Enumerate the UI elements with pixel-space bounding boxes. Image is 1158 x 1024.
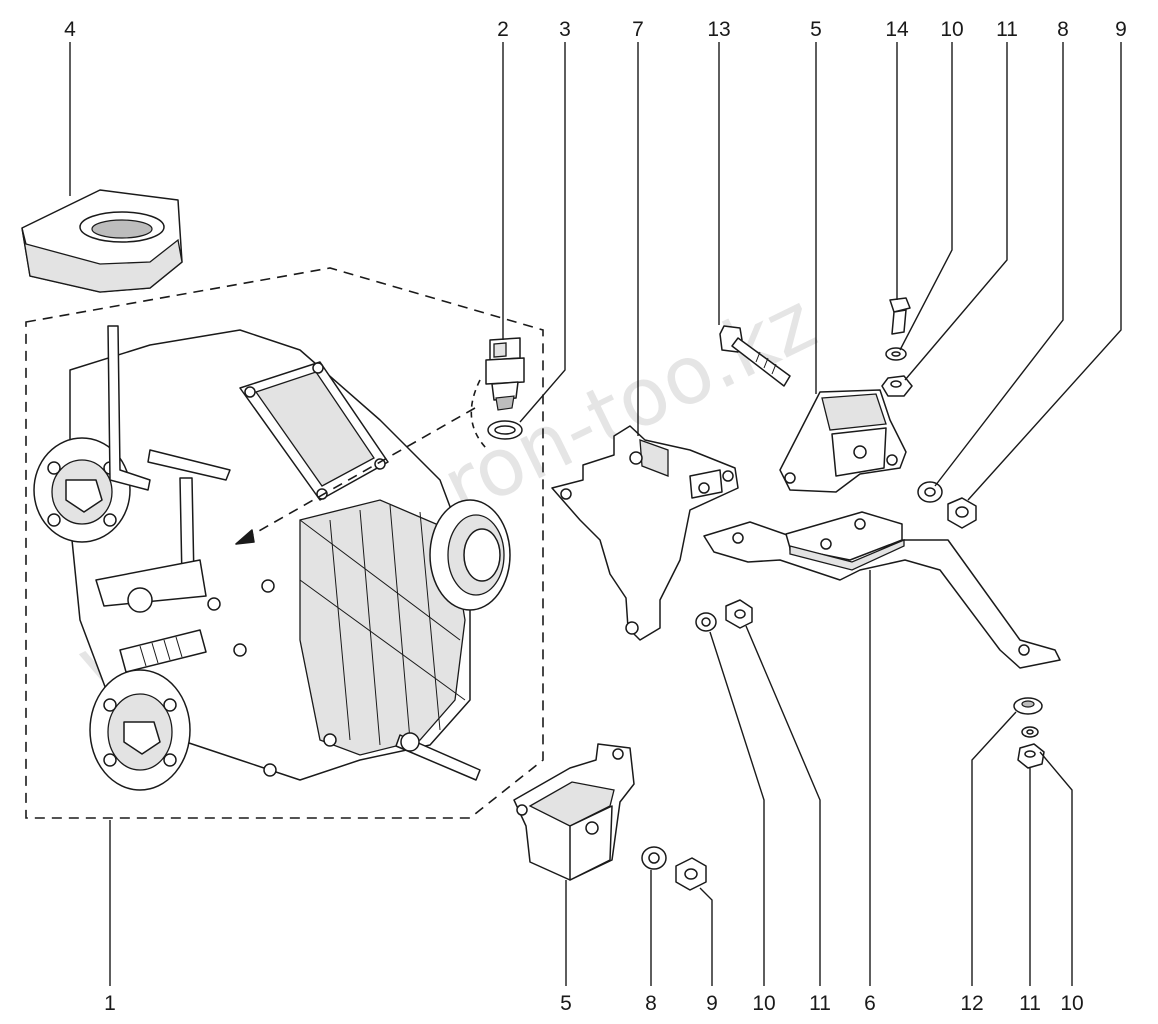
sensor-install-arrow [235,529,255,545]
part-13-long-bolt [719,325,791,387]
part-14-small-bolt [889,297,911,335]
callout-12: 12 [960,992,983,1015]
sensor-bracket-arc [470,379,487,449]
callout-8-top: 8 [1057,18,1069,41]
callout-5-bottom: 5 [560,992,572,1015]
part-3-seal-ring [487,420,523,440]
callout-8-bottom: 8 [645,992,657,1015]
callout-6: 6 [864,992,876,1015]
part-4-cushion-pad [21,189,183,293]
callout-11-top: 11 [996,18,1018,41]
callout-1: 1 [104,992,116,1015]
part-5-mount-upper [779,389,907,493]
callout-7: 7 [632,18,644,41]
callout-13: 13 [707,18,730,41]
callout-2: 2 [497,18,509,41]
part-1-transfer-case [33,325,511,791]
callout-9-top: 9 [1115,18,1127,41]
callout-14: 14 [885,18,909,41]
part-10-washer-upper [885,347,907,361]
leader-lines [69,42,1122,986]
part-11-nut-middle [725,599,753,629]
callout-4: 4 [64,18,76,41]
callout-10-top: 10 [940,18,963,41]
part-8-spring-washer-right [917,481,943,503]
callout-10-bottom-b: 10 [1060,992,1083,1015]
part-11-nut-upper [881,375,913,397]
part-10-nut-lower [1017,743,1045,769]
part-9-nut-lower [675,857,707,891]
sensor-install-line [235,407,476,545]
part-2-sensor [485,337,525,411]
callout-11-bottom-a: 11 [809,992,831,1015]
part-9-nut-right [947,497,977,529]
assembly-boundary [25,267,544,819]
part-11-washer-lower [1021,726,1039,738]
part-12-bushing [1013,697,1043,715]
part-8-spring-washer-lower [641,846,667,870]
part-7-bracket-plate [551,425,739,641]
part-10-spring-washer-middle [695,612,717,632]
callout-11-bottom-b: 11 [1019,992,1041,1015]
callout-9-bottom: 9 [706,992,718,1015]
part-5-mount-lower [513,743,635,881]
callout-10-bottom-a: 10 [752,992,775,1015]
callout-3: 3 [559,18,571,41]
part-6-crossmember [703,511,1061,669]
callout-5-top: 5 [810,18,822,41]
